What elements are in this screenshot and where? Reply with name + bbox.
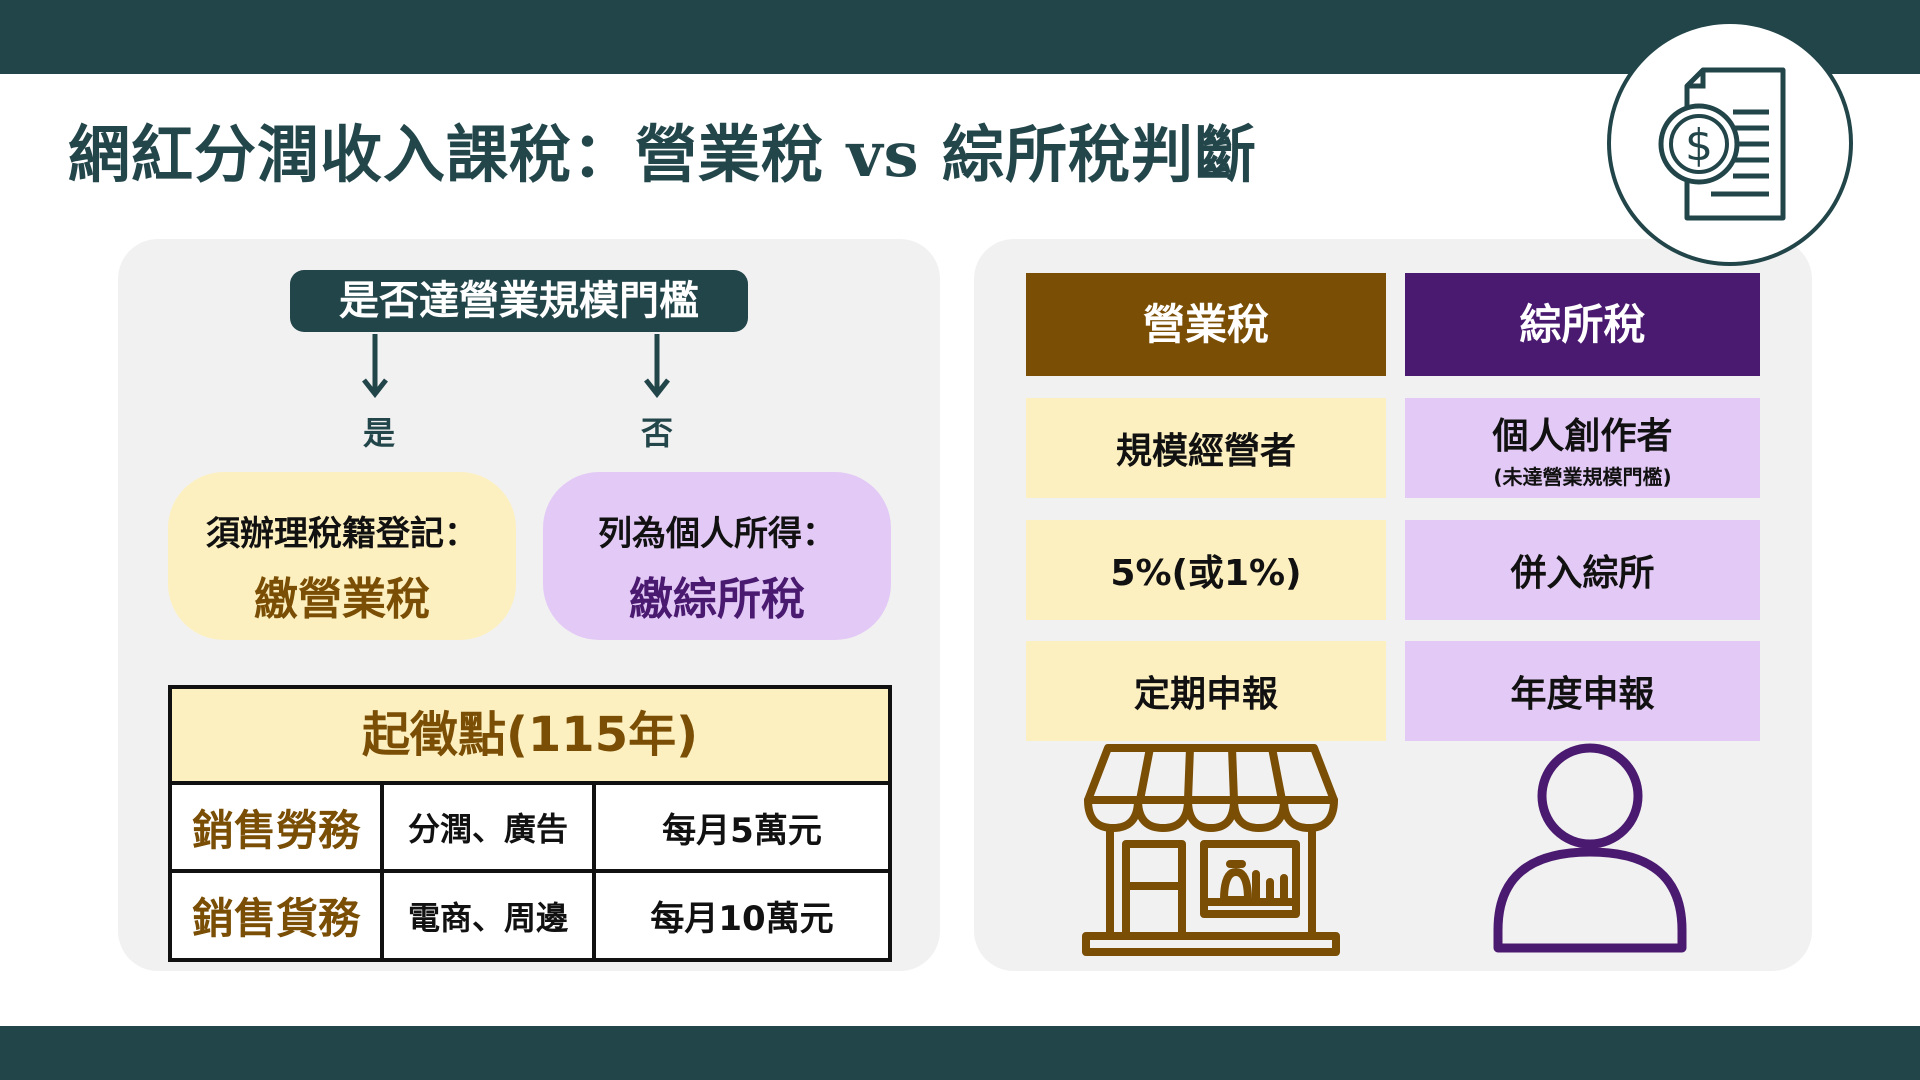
tax-document-dollar-svg: $ — [1658, 67, 1786, 221]
business-tax-rate: 5%(或1%) — [1026, 520, 1386, 620]
business-tax-who-text: 規模經營者 — [1115, 431, 1296, 472]
tax-document-dollar-icon: $ — [1607, 20, 1853, 266]
page-title: 網紅分潤收入課稅：營業稅 vs 綜所稅判斷 — [68, 118, 1258, 191]
business-tax-outcome-main: 繳營業稅 — [254, 574, 430, 625]
table-cell-category: 銷售貨務 — [172, 873, 380, 958]
table-cell-category: 銷售勞務 — [172, 785, 380, 869]
business-tax-who: 規模經營者 — [1026, 398, 1386, 498]
income-tax-who-text: 個人創作者 — [1492, 415, 1673, 457]
business-tax-filing-text: 定期申報 — [1133, 674, 1278, 715]
income-tax-outcome-main: 繳綜所稅 — [629, 574, 805, 625]
income-tax-filing-text: 年度申報 — [1510, 674, 1655, 715]
income-tax-outcome-sub: 列為個人所得： — [598, 514, 836, 554]
income-tax-rate: 併入綜所 — [1405, 520, 1760, 620]
business-tax-header: 營業稅 — [1026, 273, 1386, 376]
no-label: 否 — [641, 414, 674, 452]
business-tax-rate-text: 5%(或1%) — [1110, 553, 1302, 594]
income-tax-header: 綜所稅 — [1405, 273, 1760, 376]
threshold-table: 起徵點(115年) 銷售勞務 分潤、廣告 每月5萬元 銷售貨務 電商、周邊 每月… — [168, 685, 892, 962]
storefront-icon — [1082, 744, 1340, 956]
income-tax-filing: 年度申報 — [1405, 641, 1760, 741]
bottom-bar — [0, 1026, 1920, 1080]
income-tax-who-note: (未達營業規模門檻) — [1493, 464, 1672, 489]
table-cell-amount: 每月5萬元 — [596, 785, 888, 869]
person-icon — [1493, 743, 1687, 953]
business-tax-outcome: 須辦理稅籍登記： 繳營業稅 — [168, 472, 516, 640]
table-cell-items: 電商、周邊 — [384, 873, 592, 958]
threshold-heading: 起徵點(115年) — [172, 689, 888, 781]
yes-label: 是 — [363, 414, 396, 452]
table-cell-items: 分潤、廣告 — [384, 785, 592, 869]
income-tax-outcome: 列為個人所得： 繳綜所稅 — [543, 472, 891, 640]
income-tax-rate-text: 併入綜所 — [1510, 553, 1655, 594]
svg-text:$: $ — [1685, 120, 1713, 171]
no-arrow-icon — [644, 334, 670, 398]
yes-arrow-icon — [362, 334, 388, 398]
threshold-question: 是否達營業規模門檻 — [290, 270, 748, 332]
business-tax-outcome-sub: 須辦理稅籍登記： — [206, 514, 478, 554]
table-cell-amount: 每月10萬元 — [596, 873, 888, 958]
income-tax-who: 個人創作者 (未達營業規模門檻) — [1405, 398, 1760, 498]
business-tax-filing: 定期申報 — [1026, 641, 1386, 741]
top-bar — [0, 0, 1920, 74]
